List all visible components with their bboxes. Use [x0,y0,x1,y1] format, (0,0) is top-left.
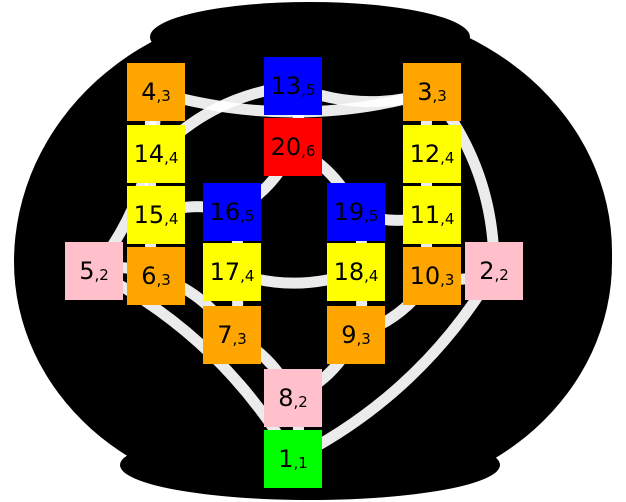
node-number: 13 [270,72,302,100]
node-19: 19,5 [327,183,385,241]
node-4: 4,3 [127,63,185,121]
node-5: 5,2 [65,242,123,300]
node-number: 1 [278,445,294,473]
node-number: 18 [333,258,365,286]
node-15: 15,4 [127,186,185,244]
node-level: ,3 [232,329,247,348]
node-6: 6,3 [127,247,185,305]
node-level: ,5 [240,206,255,225]
node-8: 8,2 [264,369,322,427]
node-number: 9 [341,321,357,349]
node-7: 7,3 [203,306,261,364]
edge-1-2 [287,265,500,465]
node-number: 4 [141,78,157,106]
node-11: 11,4 [403,186,461,244]
node-number: 12 [409,140,441,168]
node-20: 20,6 [264,118,322,176]
node-level: ,6 [301,141,316,160]
node-number: 5 [79,257,95,285]
node-18: 18,4 [327,243,385,301]
node-level: ,3 [356,329,371,348]
node-level: ,3 [432,86,447,105]
node-number: 17 [209,258,241,286]
node-17: 17,4 [203,243,261,301]
node-level: ,4 [240,266,255,285]
node-number: 16 [209,198,241,226]
node-level: ,1 [293,453,308,472]
node-level: ,5 [364,206,379,225]
node-1: 1,1 [264,430,322,488]
node-2: 2,2 [465,242,523,300]
node-level: ,2 [293,392,308,411]
node-level: ,4 [440,209,455,228]
node-10: 10,3 [403,247,461,305]
node-number: 11 [409,201,441,229]
node-number: 6 [141,262,157,290]
node-level: ,3 [440,270,455,289]
node-level: ,4 [164,209,179,228]
node-level: ,4 [164,148,179,167]
node-number: 8 [278,384,294,412]
node-level: ,2 [494,265,509,284]
node-number: 7 [217,321,233,349]
node-16: 16,5 [203,183,261,241]
node-level: ,2 [94,265,109,284]
node-12: 12,4 [403,125,461,183]
node-number: 20 [270,133,302,161]
node-level: ,3 [156,270,171,289]
node-number: 15 [133,201,165,229]
node-number: 19 [333,198,365,226]
node-number: 10 [409,262,441,290]
node-number: 3 [417,78,433,106]
node-number: 2 [479,257,495,285]
node-level: ,4 [440,148,455,167]
node-level: ,5 [301,80,316,99]
node-number: 14 [133,140,165,168]
node-3: 3,3 [403,63,461,121]
node-level: ,3 [156,86,171,105]
node-9: 9,3 [327,306,385,364]
node-13: 13,5 [264,57,322,115]
node-level: ,4 [364,266,379,285]
node-14: 14,4 [127,125,185,183]
